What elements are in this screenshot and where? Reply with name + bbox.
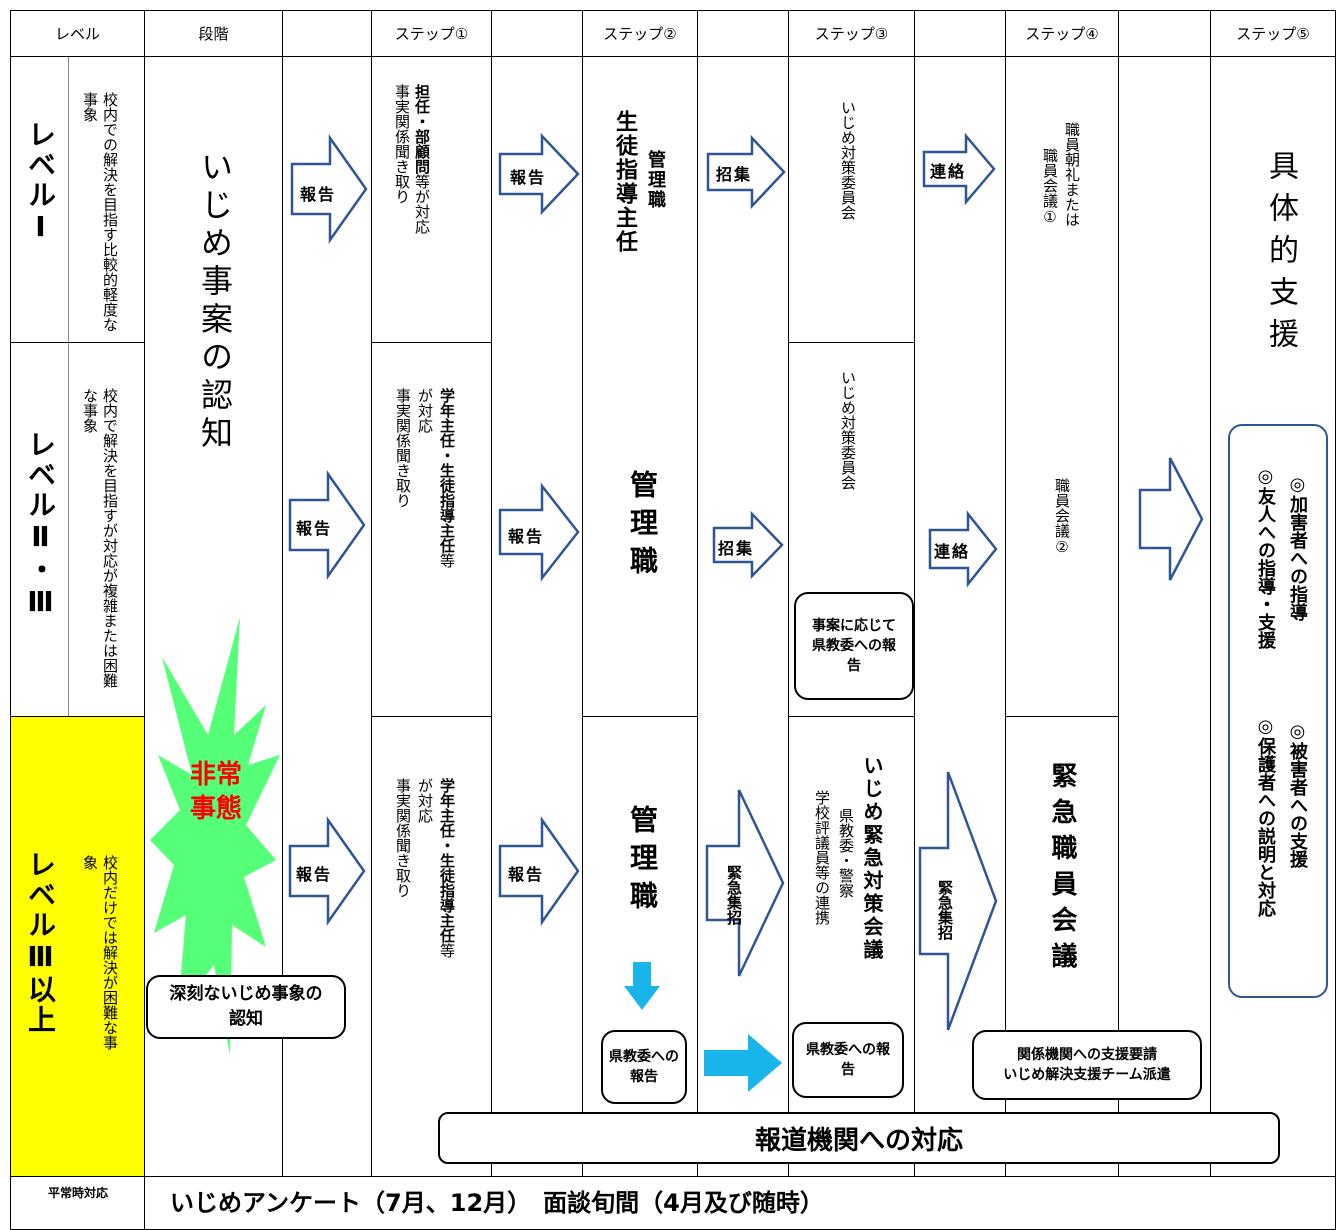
- step3-level1: いじめ対策委員会: [839, 100, 857, 220]
- header-step5: ステップ⑤: [1236, 24, 1310, 43]
- down-arrow: [624, 962, 660, 1010]
- step4-level1-b: 職員会議①: [1041, 148, 1059, 226]
- step3-level3-sub2: 学校評議員等の連携: [813, 790, 831, 925]
- report-arrow-l3: [288, 816, 366, 926]
- step5-item-friends: ◎友人への指導・支援: [1255, 466, 1276, 649]
- emergency-convene-arrow-s3: [705, 789, 785, 977]
- step1-level2: 学年主任・生徒指導主任等が対応事実関係聞き取り: [394, 388, 456, 568]
- convene-arrow-l1: [706, 134, 786, 210]
- report-label-s2-l3: 報告: [508, 865, 545, 884]
- report-label-l1: 報告: [300, 185, 337, 204]
- emergency-convene-label-s4: 緊急集招: [936, 880, 954, 940]
- step2-level2-admin: 管理職: [626, 470, 659, 584]
- header-step4: ステップ④: [1025, 24, 1099, 43]
- contact-label-l2: 連絡: [934, 542, 971, 561]
- step1-level3: 学年主任・生徒指導主任等が対応事実関係聞き取り: [394, 778, 456, 958]
- step2-level3-admin: 管理職: [626, 805, 659, 919]
- convene-label-l2: 招集: [718, 539, 755, 558]
- normal-label: 平常時対応: [47, 1186, 108, 1200]
- emergency-label: 非常事態: [189, 760, 242, 824]
- step5-support-box: ◎加害者への指導 ◎被害者への支援 ◎友人への指導・支援 ◎保護者への説明と対応: [1228, 424, 1328, 998]
- step4-level2: 職員会議②: [1053, 478, 1071, 556]
- report-arrow-s2-l1: [498, 132, 580, 216]
- header-level: レベル: [54, 24, 100, 43]
- step5-title: 具体的支援: [1263, 150, 1298, 360]
- report-label-s2-l1: 報告: [510, 168, 547, 187]
- level-2-name: レベルⅡ・Ⅲ: [24, 430, 57, 620]
- header-step2: ステップ②: [603, 24, 677, 43]
- convene-arrow-l2: [712, 510, 784, 580]
- step4-support-box: 関係機関への支援要請いじめ解決支援チーム派遣: [972, 1030, 1202, 1100]
- step2-level1-guidance: 生徒指導主任: [612, 110, 637, 254]
- step4-level3: 緊急職員会議: [1047, 762, 1077, 978]
- serious-recognition-box: 深刻ないじめ事象の認知: [146, 975, 346, 1039]
- step5-item-victim: ◎被害者への支援: [1287, 721, 1308, 868]
- emergency-convene-label-s3: 緊急集招: [725, 865, 743, 925]
- step3-level2: いじめ対策委員会: [839, 370, 857, 490]
- step5-item-perpetrator: ◎加害者への指導: [1287, 474, 1308, 621]
- contact-arrow-l1: [922, 132, 996, 206]
- level-3-name: レベルⅢ以上: [24, 850, 57, 1035]
- report-arrow-l2: [288, 470, 366, 580]
- step1-level1: 担任・部顧問等が対応事実関係聞き取り: [393, 84, 431, 234]
- step3-level3-title: いじめ緊急対策会議: [860, 755, 884, 962]
- header-step1: ステップ①: [394, 24, 469, 43]
- convene-label-l1: 招集: [716, 165, 753, 184]
- right-blue-arrow: [704, 1034, 782, 1092]
- level-1-desc: 校内での解決を目指す比較的軽度な事象: [81, 92, 119, 332]
- step2-report-box: 県教委への報告: [601, 1030, 687, 1104]
- report-label-l2: 報告: [296, 519, 333, 538]
- report-arrow-s2-l2: [498, 482, 580, 582]
- report-arrow-s2-l3: [498, 816, 580, 926]
- normal-text: いじめアンケート（7月、12月） 面談旬間（4月及び随時）: [170, 1189, 824, 1217]
- step5-arrow: [1138, 457, 1204, 581]
- report-arrow-l1: [290, 134, 368, 244]
- step3-l3-report-box: 県教委への報告: [792, 1022, 904, 1098]
- report-label-s2-l2: 報告: [508, 527, 545, 546]
- header-step3: ステップ③: [814, 24, 889, 43]
- contact-label-l1: 連絡: [930, 162, 967, 181]
- level-3-desc: 校内だけでは解決が困難な事象: [81, 855, 119, 1050]
- level-1-name: レベルⅠ: [24, 120, 57, 245]
- level3-highlight: [11, 716, 144, 1176]
- report-label-l3: 報告: [296, 865, 333, 884]
- step3-report-box: 事案に応じて県教委への報告: [794, 592, 914, 700]
- step5-item-guardians: ◎保護者への説明と対応: [1255, 716, 1276, 917]
- step4-level1-a: 職員朝礼または: [1063, 122, 1081, 227]
- header-stage: 段階: [198, 24, 229, 43]
- emergency-burst: [150, 617, 280, 1055]
- stage-recognition: いじめ事案の認知: [196, 150, 234, 454]
- emergency-convene-arrow-s4: [918, 771, 998, 1031]
- contact-arrow-l2: [928, 510, 998, 588]
- step3-level3-sub1: 県教委・警察: [837, 808, 855, 898]
- step2-level1-admin: 管理職: [645, 150, 666, 210]
- media-box: 報道機関への対応: [438, 1112, 1280, 1164]
- level-2-desc: 校内で解決を目指すが対応が複雑または困難な事象: [81, 388, 119, 688]
